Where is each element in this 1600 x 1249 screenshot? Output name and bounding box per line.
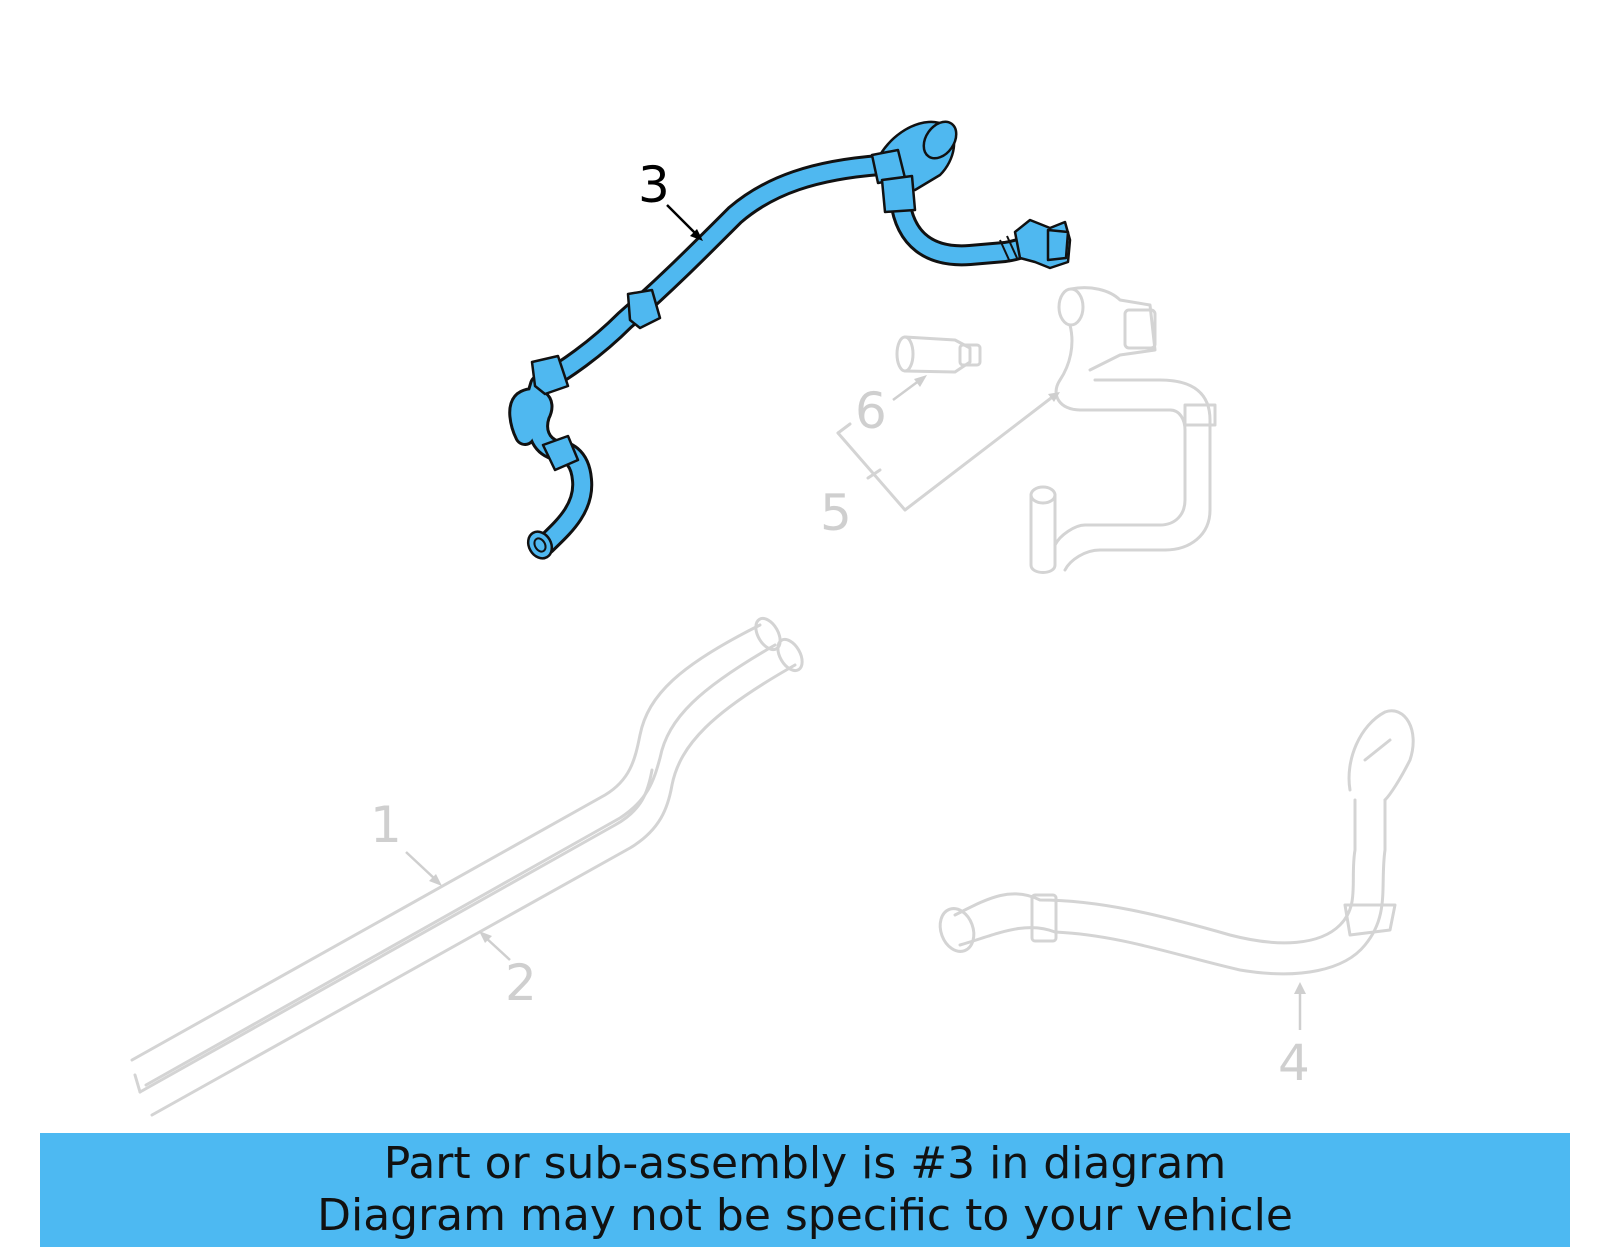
callout-1: 1	[370, 796, 402, 854]
callout-arrow-3	[666, 204, 703, 241]
callout-arrow-2	[479, 931, 511, 961]
info-banner: Part or sub-assembly is #3 in diagram Di…	[40, 1133, 1570, 1247]
callout-2: 2	[505, 954, 537, 1012]
callout-3: 3	[638, 156, 670, 214]
callout-6: 6	[855, 382, 887, 440]
banner-line-2: Diagram may not be specific to your vehi…	[317, 1190, 1293, 1241]
callout-bracket-5-6	[836, 393, 1057, 512]
callout-arrow-4	[1294, 982, 1306, 1030]
callout-arrow-1	[405, 851, 442, 886]
part-2-tube	[133, 637, 804, 1117]
part-5-hose	[1029, 286, 1217, 574]
part-4-hose	[938, 709, 1415, 976]
callout-5: 5	[820, 484, 852, 542]
callout-arrow-5	[1048, 392, 1060, 402]
part-6-sensor	[895, 335, 982, 374]
part-1-tube	[130, 616, 782, 1087]
callout-4: 4	[1278, 1034, 1310, 1092]
banner-line-1: Part or sub-assembly is #3 in diagram	[383, 1138, 1227, 1189]
callout-arrow-6	[892, 375, 927, 402]
part-3-hose[interactable]	[508, 116, 1072, 563]
